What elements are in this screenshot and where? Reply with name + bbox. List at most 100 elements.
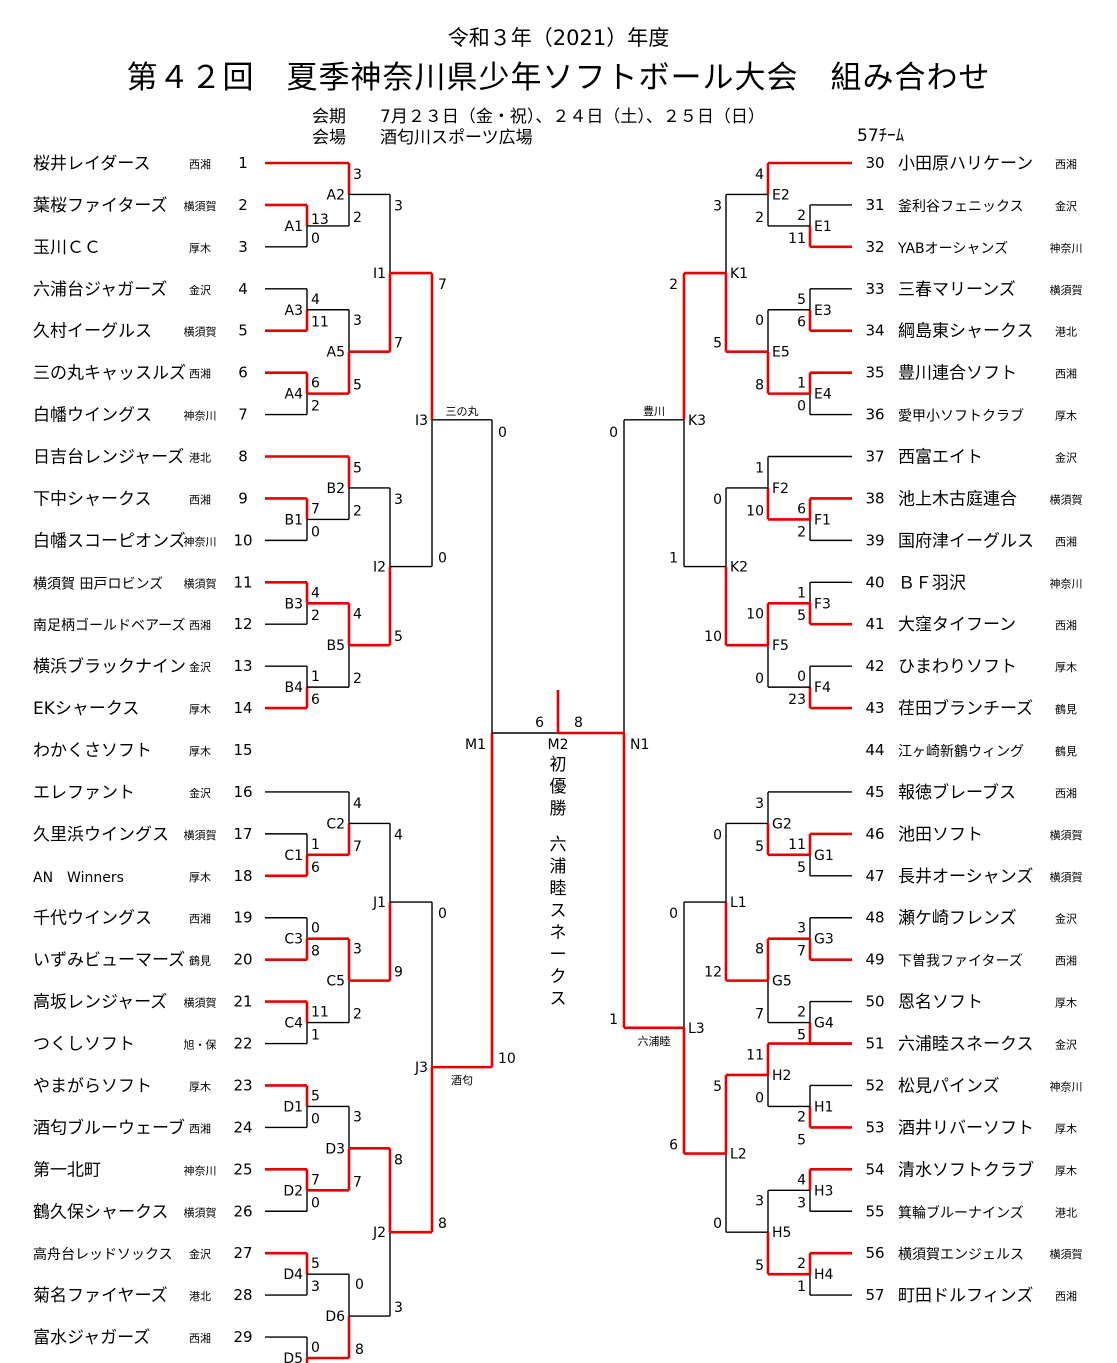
match-label: K2	[730, 560, 748, 576]
match-score: 5	[755, 839, 764, 855]
match-label: J1	[372, 895, 386, 911]
team-name: 横須賀エンジェルス	[898, 1247, 1024, 1263]
team-region: 神奈川	[1050, 576, 1083, 590]
team-seed: 14	[233, 699, 252, 717]
match-score: 7	[353, 1174, 362, 1190]
team-region: 厚木	[1055, 1164, 1077, 1177]
match-score: 0	[755, 1090, 764, 1106]
team-seed: 44	[865, 741, 884, 759]
match-label: H1	[814, 1099, 833, 1115]
team-name: 報徳ブレーブス	[898, 782, 1016, 803]
match-label: N1	[630, 737, 649, 753]
team-region: 横須賀	[184, 325, 217, 339]
team-region: 西湘	[189, 1121, 211, 1135]
match-score: 12	[704, 965, 722, 981]
team-seed: 26	[233, 1202, 252, 1220]
team-region: 鶴見	[1055, 744, 1077, 758]
match-score: 6	[311, 376, 320, 392]
match-label: B1	[284, 512, 303, 528]
team-region: 港北	[1055, 1206, 1077, 1219]
match-label: F2	[772, 481, 789, 497]
team-name: 白幡ウイングス	[33, 406, 152, 426]
team-region: 鶴見	[189, 954, 211, 968]
team-name: 町田ドルフィンズ	[898, 1286, 1033, 1306]
match-score: 3	[394, 198, 403, 214]
match-score: 0	[797, 669, 806, 685]
team-seed: 22	[233, 1035, 252, 1053]
team-seed: 41	[865, 615, 884, 633]
team-region: 西湘	[1055, 1289, 1077, 1303]
match-label: C4	[284, 1016, 303, 1032]
match-score: 6	[797, 315, 806, 331]
team-seed: 27	[233, 1244, 252, 1262]
match-score: 5	[713, 1079, 722, 1095]
match-score: 2	[797, 1256, 806, 1272]
team-name: AN Winners	[33, 870, 124, 886]
team-seed: 30	[865, 154, 884, 172]
match-score: 5	[394, 629, 403, 645]
match-label: B3	[284, 596, 303, 612]
team-region: 神奈川	[184, 1163, 217, 1177]
team-region: 横須賀	[184, 828, 217, 842]
team-seed: 42	[865, 657, 884, 675]
team-name: 小田原ハリケーン	[898, 154, 1033, 174]
match-score: 0	[755, 671, 764, 687]
match-score: 11	[311, 315, 329, 331]
match-label: C1	[284, 848, 303, 864]
team-seed: 32	[865, 238, 884, 256]
block-winner-label: 三の丸	[446, 405, 479, 418]
team-region: 横須賀	[1050, 492, 1083, 506]
match-label: D1	[283, 1099, 303, 1115]
match-score: 3	[755, 1193, 764, 1209]
team-name: 松見パインズ	[898, 1076, 1000, 1096]
match-score: 5	[797, 860, 806, 876]
match-score: 0	[311, 1111, 320, 1127]
team-region: 厚木	[1055, 661, 1077, 674]
match-label: F4	[814, 680, 831, 696]
match-score: 2	[669, 277, 678, 293]
match-score: 11	[788, 837, 806, 853]
match-score: 1	[755, 461, 764, 477]
team-seed: 46	[865, 825, 884, 843]
team-name: 久村イーグルス	[33, 322, 152, 342]
match-label: D5	[283, 1351, 303, 1363]
match-score: 7	[311, 1172, 320, 1188]
team-region: 港北	[189, 452, 211, 465]
team-region: 横須賀	[184, 576, 217, 590]
match-score: 2	[353, 671, 362, 687]
team-seed: 37	[865, 448, 884, 466]
team-name: 愛甲小ソフトクラブ	[898, 408, 1024, 425]
match-label: C5	[326, 974, 345, 990]
match-score: 0	[355, 1277, 364, 1293]
match-score: 3	[353, 1109, 362, 1125]
match-score: 7	[797, 944, 806, 960]
team-region: 横須賀	[1050, 1247, 1083, 1261]
match-label: A4	[285, 387, 304, 403]
team-region: 横須賀	[1050, 828, 1083, 842]
team-region: 金沢	[189, 786, 211, 800]
team-region: 港北	[189, 1290, 211, 1303]
match-label: F5	[772, 638, 789, 654]
team-name: ＢＦ羽沢	[898, 573, 966, 593]
team-region: 厚木	[189, 242, 211, 255]
team-region: 神奈川	[184, 409, 217, 423]
match-score: 2	[755, 210, 764, 226]
period-dates: 7月２３日（金・祝）、２４日（土）、２５日（日）	[380, 107, 765, 127]
team-seed: 7	[238, 406, 248, 424]
team-region: 金沢	[189, 283, 211, 297]
team-seed: 29	[233, 1328, 252, 1346]
match-label: A1	[285, 219, 303, 235]
team-region: 西湘	[1055, 367, 1077, 381]
match-label: D2	[283, 1183, 303, 1199]
team-name: 葉桜ファイターズ	[33, 196, 167, 216]
match-score: 2	[797, 524, 806, 540]
match-score: 1	[797, 376, 806, 392]
match-label: I3	[415, 413, 428, 429]
match-score: 0	[438, 906, 447, 922]
match-label: D3	[325, 1141, 345, 1157]
team-seed: 18	[233, 867, 252, 885]
match-label: B2	[326, 481, 345, 497]
period-label: 会期	[312, 107, 346, 127]
team-region: 西湘	[189, 157, 211, 171]
match-score: 10	[498, 1051, 516, 1067]
